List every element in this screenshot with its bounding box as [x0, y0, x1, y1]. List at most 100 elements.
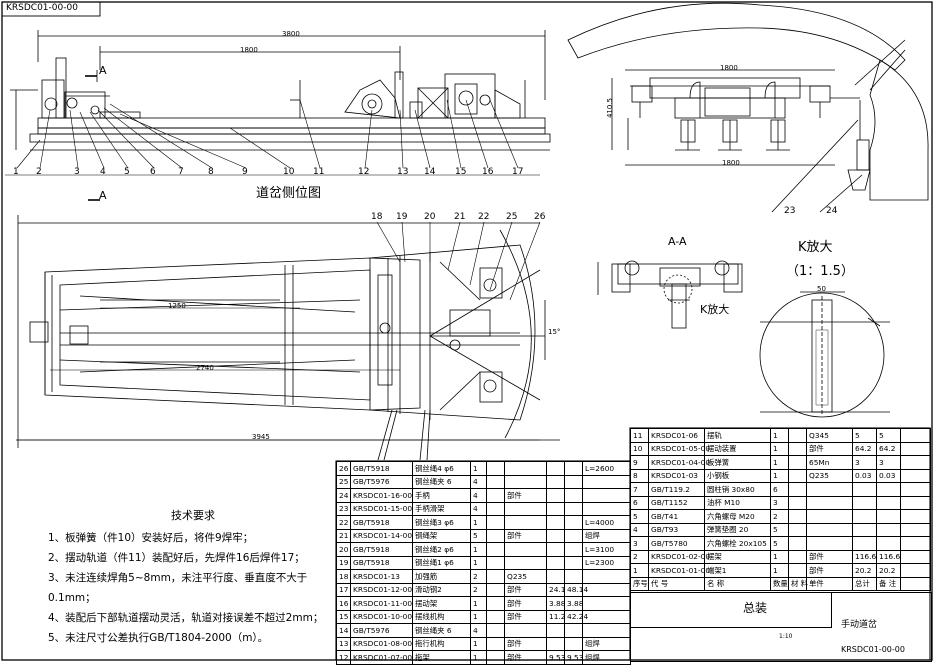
section-marker-top: A — [99, 64, 107, 77]
bom-cell — [546, 461, 565, 476]
bom-cell — [546, 542, 565, 557]
dim-1250: 1250 — [168, 302, 186, 310]
bom-cell — [852, 536, 877, 551]
title-code: KRSDC01-00-00 — [841, 645, 905, 654]
bom-cell — [788, 482, 807, 497]
bom-cell — [806, 482, 853, 497]
note-line: 2、摆动轨道（件11）装配好后，先焊件16后焊件17； — [48, 552, 305, 564]
bom-cell: 部件 — [806, 441, 853, 456]
bom-cell: 10 — [630, 441, 649, 456]
bom-cell — [504, 623, 547, 638]
bom-cell: 6 — [630, 495, 649, 510]
bom-cell: GB/T5780 — [648, 536, 705, 551]
bom-cell: 17 — [336, 582, 351, 597]
bom-header-cell: 总计 — [852, 576, 877, 591]
bom-cell: 端架1 — [704, 563, 771, 578]
bom-cell — [582, 569, 631, 584]
bom-cell: KRSDC01-03 — [648, 468, 705, 483]
bom-cell: 2 — [770, 509, 789, 524]
bom-cell — [852, 509, 877, 524]
balloon-1: 1 — [13, 167, 19, 177]
bom-cell: 9.53 — [564, 650, 583, 665]
bom-cell: 4 — [470, 488, 487, 503]
bom-cell: 5 — [630, 509, 649, 524]
bom-cell — [504, 501, 547, 516]
bom-cell — [486, 596, 505, 611]
balloon-15: 15 — [455, 167, 467, 177]
bom-cell — [788, 428, 807, 443]
bom-cell: GB/T5976 — [350, 474, 413, 489]
balloon-18: 18 — [371, 212, 383, 222]
technical-notes: 技术要求 1、板弹簧（件10）安装好后，将件9焊牢； 2、摆动轨道（件11）装配… — [48, 506, 338, 648]
bom-cell: 手柄 — [412, 488, 471, 503]
bom-cell: 部件 — [504, 596, 547, 611]
balloon-13: 13 — [397, 167, 409, 177]
bom-cell: 0.03 — [876, 468, 901, 483]
bom-cell: 14 — [336, 623, 351, 638]
side-view — [5, 30, 551, 201]
bom-header-cell: 材 料 — [788, 576, 808, 591]
bom-cell: 4 — [470, 474, 487, 489]
bom-cell — [486, 474, 505, 489]
bom-cell: 20.2 — [852, 563, 877, 578]
bom-cell: 116.6 — [852, 549, 877, 564]
bom-cell: 摆动装置 — [704, 441, 771, 456]
bom-cell — [564, 555, 583, 570]
bom-cell: 4 — [630, 522, 649, 537]
bom-cell: KRSDC01-14-00 — [350, 528, 413, 543]
bom-cell — [564, 474, 583, 489]
bom-cell: L=3100 — [582, 542, 631, 557]
bom-cell — [486, 528, 505, 543]
bom-cell: 3 — [630, 536, 649, 551]
bom-cell — [852, 495, 877, 510]
bom-cell — [582, 501, 631, 516]
bom-header-cell: 名 称 — [704, 576, 771, 591]
bom-cell: 24 — [336, 488, 351, 503]
bom-cell — [788, 549, 807, 564]
bom-cell: 16 — [336, 596, 351, 611]
balloon-2: 2 — [36, 167, 42, 177]
bom-cell: 钢丝绳4 φ6 — [412, 461, 471, 476]
k-detail-title: K放大 — [798, 240, 833, 255]
bom-cell — [876, 522, 901, 537]
bom-cell: KRSDC01-04-00 — [648, 455, 710, 470]
dim-2740: 2740 — [196, 364, 214, 372]
bom-cell: KRSDC01-13 — [350, 569, 413, 584]
bom-cell: 19 — [336, 555, 351, 570]
bom-cell: 15 — [336, 609, 351, 624]
bom-cell — [504, 461, 547, 476]
bom-cell — [806, 522, 853, 537]
bom-cell: 13 — [336, 636, 351, 651]
bom-cell — [582, 623, 631, 638]
bom-cell — [900, 428, 931, 443]
bom-cell — [546, 474, 565, 489]
note-line: 1、板弹簧（件10）安装好后，将件9焊牢； — [48, 532, 254, 544]
note-line: 3、未注连续焊角5~8mm，未注平行度、垂直度不大于 — [48, 572, 308, 584]
bom-cell: KRSDC01-01-00 — [648, 563, 710, 578]
bom-cell: 48.14 — [564, 582, 588, 597]
k-detail-scale: （1：1.5） — [786, 264, 854, 279]
bom-cell — [564, 636, 583, 651]
bom-cell — [546, 488, 565, 503]
title-product: 手动道岔 — [841, 620, 878, 630]
drawing-code: KRSDC01-00-00 — [6, 3, 78, 13]
bom-cell: 4 — [470, 501, 487, 516]
bom-cell — [504, 474, 547, 489]
bom-cell: 22 — [336, 515, 351, 530]
section-view — [597, 260, 743, 329]
bom-cell: 1 — [770, 455, 789, 470]
bom-cell: 4 — [470, 623, 487, 638]
bom-cell — [486, 636, 505, 651]
dim-right-top: 1800 — [720, 64, 738, 72]
balloon-11: 11 — [313, 167, 325, 177]
